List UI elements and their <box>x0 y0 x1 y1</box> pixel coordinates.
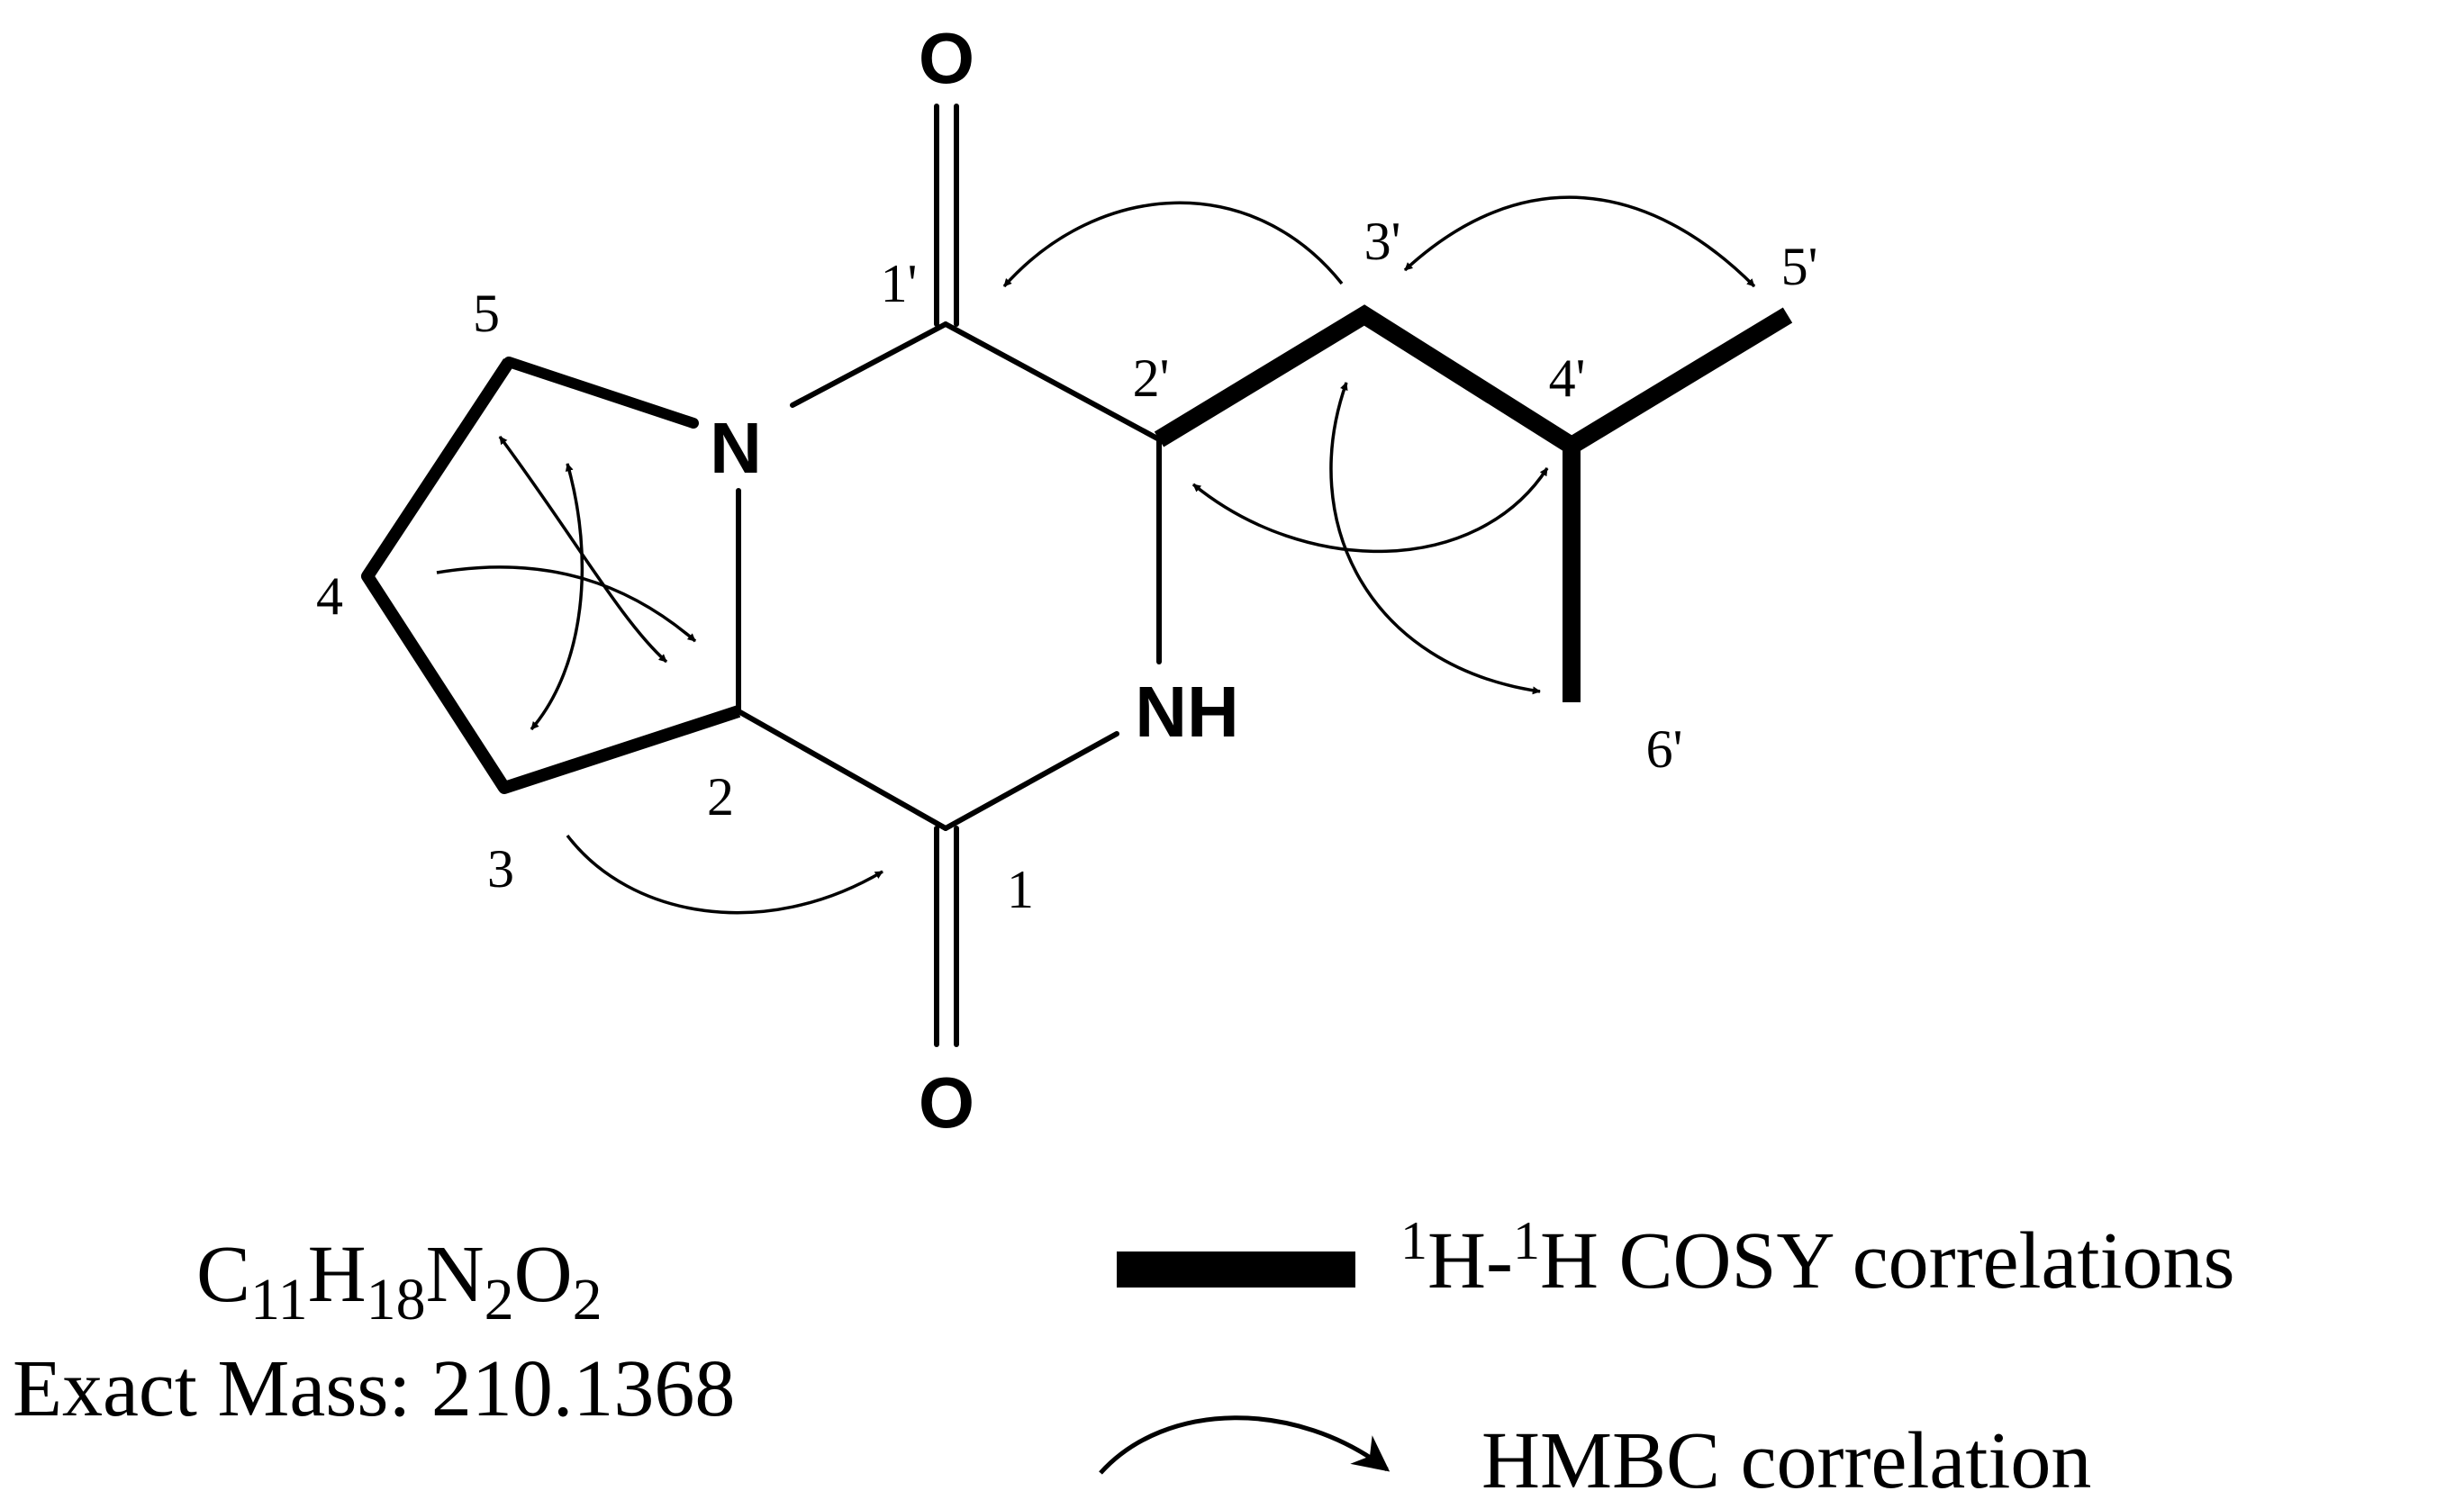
bond-c1p-c2p <box>943 321 1162 442</box>
hmbc-c4-c2 <box>436 565 697 643</box>
label-c2: 2 <box>707 767 734 827</box>
hmbc-c3-c1 <box>566 834 883 915</box>
label-c1: 1 <box>1007 860 1034 919</box>
compound-info: C11H18N2O2 Exact Mass: 210.1368 <box>13 1230 735 1433</box>
hmbc-c5-c2 <box>498 435 668 664</box>
hmbc-c3p-c5p <box>1403 195 1756 288</box>
molecular-formula: C11H18N2O2 <box>196 1230 602 1333</box>
hmbc-c5-c3 <box>530 463 584 731</box>
atom-o-top: O <box>919 18 974 98</box>
legend-cosy-label: 1H-1H COSY correlations <box>1400 1211 2235 1306</box>
bond-n-c1p <box>790 321 948 408</box>
hmbc-arrows <box>436 195 1756 915</box>
label-c4: 4 <box>316 566 343 626</box>
label-c5p: 5' <box>1781 237 1818 296</box>
label-c5: 5 <box>473 284 500 343</box>
atom-nh: NH <box>1135 672 1239 752</box>
bond-c5-n <box>503 357 699 429</box>
hmbc-c2p-c4p <box>1191 467 1549 554</box>
hmbc-c3p-c1p <box>1002 201 1344 288</box>
bonds <box>736 104 1162 1047</box>
legend: 1H-1H COSY correlations HMBC correlation <box>1099 1211 2235 1505</box>
atom-o-bottom: O <box>919 1062 974 1143</box>
label-c6p: 6' <box>1646 719 1683 779</box>
legend-hmbc-arrow <box>1099 1415 1391 1475</box>
cosy-side-chain <box>1154 304 1793 456</box>
hmbc-c3p-c6p <box>1329 382 1541 695</box>
label-c2p: 2' <box>1133 348 1170 408</box>
atom-symbols: O N NH O <box>710 18 1239 1143</box>
legend-hmbc-label: HMBC correlation <box>1481 1416 2091 1505</box>
atom-n-ring: N <box>710 408 762 488</box>
cosy-bonds <box>361 304 1793 794</box>
bond-c2-c1 <box>736 709 948 831</box>
label-c1p: 1' <box>881 254 918 313</box>
label-c3p: 3' <box>1364 212 1401 271</box>
bond-c1-nh <box>943 731 1119 831</box>
position-labels: 5 4 3 2 1 1' 2' 3' 4' 5' 6' <box>316 212 1817 919</box>
label-c3: 3 <box>487 839 514 899</box>
exact-mass: Exact Mass: 210.1368 <box>13 1344 735 1433</box>
cosy-ring <box>361 358 741 794</box>
label-c4p: 4' <box>1549 348 1586 408</box>
